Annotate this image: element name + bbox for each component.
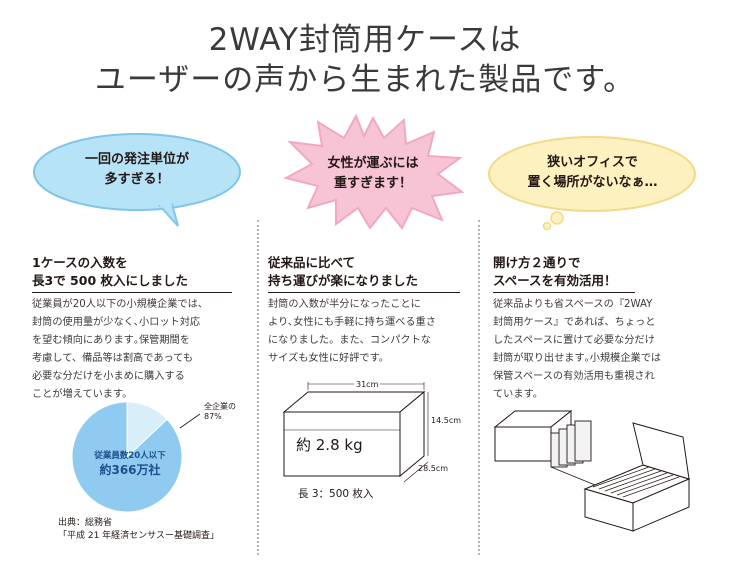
box-height-label: 14.5cm xyxy=(431,416,462,425)
thought-bubble-shape xyxy=(488,136,696,230)
box-caption: 長 3：500 枚入 xyxy=(298,488,374,500)
bubble-line: 一回の発注単位が xyxy=(84,152,189,167)
bubble-line: 女性が運ぶには xyxy=(327,156,419,171)
body-line: ことが増えています。 xyxy=(32,389,133,400)
heading-line: 1ケースの入数を xyxy=(32,255,128,270)
body-line: 封筒が取り出せます｡小規模企業では xyxy=(493,353,662,364)
heading-underline xyxy=(493,292,635,293)
bubble-line: 重すぎます！ xyxy=(333,176,412,191)
heading-line: スペースを有効活用！ xyxy=(493,273,617,288)
box-weight-label: 約 2.8 kg xyxy=(296,436,363,454)
source-line: 「平成 21 年経済センサスー基礎調査」 xyxy=(58,531,219,541)
body-line: を望む傾向にあります｡保管期間を xyxy=(32,335,190,346)
section-heading: 従来品に比べて 持ち運びが楽になりました xyxy=(268,254,468,290)
body-line: 従業員が20人以下の小規模企業では、 xyxy=(32,299,208,310)
body-line: 考慮して、備品等は割高であっても xyxy=(32,353,194,364)
pie-outer-label-line: 全企業の xyxy=(204,402,236,411)
body-text: 封筒の入数が半分になったことに より､女性にも手軽に持ち運べる重さ になりました… xyxy=(268,296,473,368)
heading-line: 長3で 500 枚入にしました xyxy=(32,273,188,288)
body-line: ています。 xyxy=(493,389,543,400)
column-weight: 女性が運ぶには 重すぎます！ 従来品に比べて 持ち運びが楽になりました 封筒の入… xyxy=(268,113,468,550)
box-depth-label: 28.5cm xyxy=(418,464,449,473)
pie-leader-line xyxy=(179,413,201,429)
headline: 2WAY封筒用ケースは ユーザーの声から生まれた製品です。 xyxy=(0,20,730,100)
speech-bubble-blue: 一回の発注単位が 多すぎる！ xyxy=(32,130,242,230)
column-space: 狭いオフィスで 置く場所がないなぁ… 開け方２通りで スペースを有効活用！ 従来… xyxy=(488,130,698,550)
body-line: したスペースに置けて必要な分だけ xyxy=(493,335,655,346)
box-width-label: 31cm xyxy=(354,378,381,391)
body-line: 封筒用ケース』であれば、ちょっと xyxy=(493,317,656,328)
source-citation: 出典：総務省 「平成 21 年経済センサスー基礎調査」 xyxy=(58,517,219,543)
speech-bubble-pink: 女性が運ぶには 重すぎます！ xyxy=(278,112,468,232)
source-line: 出典：総務省 xyxy=(58,518,113,528)
pie-inner-label-line: 約366万社 xyxy=(99,463,161,477)
bubble-line: 置く場所がないなぁ… xyxy=(527,175,658,190)
pie-slice-small-business xyxy=(71,401,183,513)
section-heading: 開け方２通りで スペースを有効活用！ xyxy=(493,254,693,290)
heading-underline xyxy=(32,292,232,293)
pie-inner-label: 従業員数20人以下 約366万社 xyxy=(70,450,190,478)
body-line: サイズも女性に好評です。 xyxy=(268,353,389,364)
column-order-unit: 一回の発注単位が 多すぎる！ 1ケースの入数を 長3で 500 枚入にしました … xyxy=(32,130,242,550)
body-line: 封筒の入数が半分になったことに xyxy=(268,299,421,310)
bubble-line: 狭いオフィスで xyxy=(547,155,638,170)
heading-line: 持ち運びが楽になりました xyxy=(268,273,419,288)
body-line: 封筒の使用量が少なく､小ロット対応 xyxy=(32,317,201,328)
body-text: 従来品よりも省スペースの『2WAY 封筒用ケース』であれば、ちょっと したスペー… xyxy=(493,296,703,404)
pie-chart xyxy=(71,401,201,513)
body-line: 従来品よりも省スペースの『2WAY xyxy=(493,299,653,310)
body-line: になりました。また、コンパクトな xyxy=(268,335,431,346)
section-heading: 1ケースの入数を 長3で 500 枚入にしました xyxy=(32,254,242,290)
body-line: 必要な分だけを小まめに購入する xyxy=(32,371,185,382)
heading-underline xyxy=(268,292,460,293)
pie-group xyxy=(71,401,183,513)
box-dimension-diagram xyxy=(282,382,429,483)
body-text: 従業員が20人以下の小規模企業では、 封筒の使用量が少なく､小ロット対応 を望む… xyxy=(32,296,247,404)
headline-line-2: ユーザーの声から生まれた製品です。 xyxy=(94,62,636,98)
heading-line: 開け方２通りで xyxy=(493,255,581,270)
column-divider xyxy=(257,220,259,555)
open-box-illustration xyxy=(493,409,691,532)
speech-bubble-shape xyxy=(33,133,241,227)
thought-bubble-cream: 狭いオフィスで 置く場所がないなぁ… xyxy=(485,130,700,230)
column-divider xyxy=(478,220,480,555)
pie-inner-label-line: 従業員数20人以下 xyxy=(94,451,166,461)
burst-bubble-shape xyxy=(283,113,465,230)
headline-line-1: 2WAY封筒用ケースは xyxy=(208,22,522,58)
bubble-line: 多すぎる！ xyxy=(104,172,170,187)
pie-outer-label-line: 87% xyxy=(204,412,222,421)
body-line: より､女性にも手軽に持ち運べる重さ xyxy=(268,317,436,328)
body-line: 保管スペースの有効活用も重視され xyxy=(493,371,655,382)
pie-outer-label: 全企業の 87% xyxy=(204,402,236,422)
heading-line: 従来品に比べて xyxy=(268,255,356,270)
